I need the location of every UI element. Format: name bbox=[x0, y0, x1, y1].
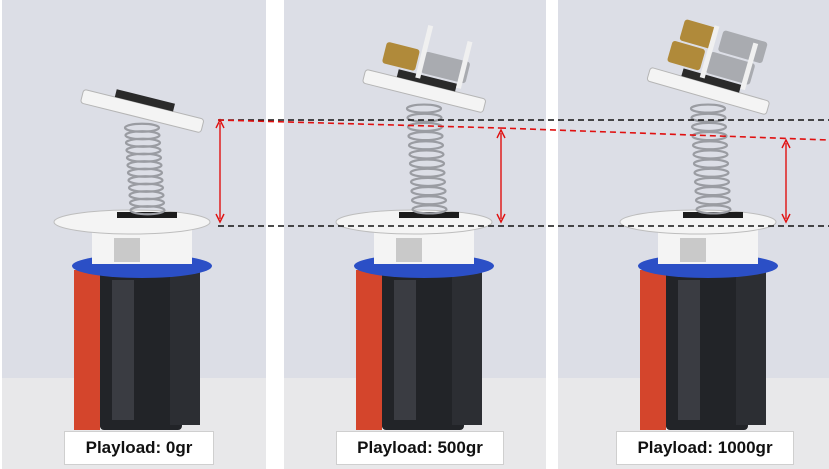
photo-panel-500gr: Playload: 500gr bbox=[284, 0, 546, 469]
spring-coil bbox=[693, 176, 731, 188]
top-plate-hardware bbox=[681, 68, 742, 93]
robot-photo-1000gr bbox=[558, 0, 829, 469]
brass-weight bbox=[679, 19, 718, 49]
brass-weight bbox=[667, 41, 705, 71]
top-platform bbox=[362, 25, 486, 113]
red-frame-plate bbox=[74, 270, 100, 430]
payload-label-500gr: Playload: 500gr bbox=[336, 431, 504, 465]
black-side-plate bbox=[452, 265, 482, 425]
photo-panel-0gr: Playload: 0gr bbox=[2, 0, 266, 469]
top-plate-hardware bbox=[396, 69, 457, 92]
spring-coil bbox=[692, 158, 730, 169]
displacement-arrow-head-bottom bbox=[781, 213, 791, 224]
motor-cylinder bbox=[112, 280, 134, 420]
black-side-plate bbox=[170, 265, 200, 425]
spring-coil bbox=[692, 149, 729, 160]
actuator-arm bbox=[399, 212, 459, 218]
robot-photo-500gr bbox=[284, 0, 546, 469]
spring-coil bbox=[407, 130, 444, 142]
lower-mechanism-block bbox=[658, 230, 758, 264]
support-post bbox=[740, 42, 759, 91]
spring-coil bbox=[690, 112, 727, 123]
red-frame-plate bbox=[356, 270, 382, 430]
actuator-arm bbox=[683, 212, 743, 218]
robot-photo-0gr bbox=[2, 0, 266, 469]
steel-weight bbox=[705, 52, 755, 85]
red-frame-plate bbox=[640, 270, 666, 430]
spring-coil bbox=[408, 149, 445, 160]
lower-mechanism-block bbox=[92, 230, 192, 264]
lower-mechanism-block bbox=[374, 230, 474, 264]
spring-coil bbox=[129, 205, 166, 216]
gear-pulley bbox=[114, 238, 140, 262]
support-post bbox=[415, 25, 434, 79]
motor-cylinder bbox=[678, 280, 700, 420]
top-platform bbox=[80, 89, 204, 133]
gear-pulley bbox=[396, 238, 422, 262]
spring-coil bbox=[410, 185, 447, 197]
spring-coil bbox=[405, 103, 443, 114]
spring-coil bbox=[409, 167, 446, 178]
top-plate bbox=[646, 67, 770, 115]
support-post bbox=[456, 41, 473, 89]
top-platform bbox=[646, 19, 770, 115]
spring-coil bbox=[408, 158, 446, 169]
spring-coil bbox=[689, 103, 727, 114]
payload-label-1000gr: Playload: 1000gr bbox=[616, 431, 794, 465]
black-side-plate bbox=[736, 265, 766, 425]
compression-spring bbox=[123, 122, 166, 216]
spring-coil bbox=[691, 140, 729, 151]
gear-pulley bbox=[680, 238, 706, 262]
compression-spring bbox=[689, 103, 732, 215]
spring-coil bbox=[694, 195, 732, 206]
payload-label-0gr: Playload: 0gr bbox=[64, 431, 214, 465]
support-post bbox=[699, 25, 720, 79]
spring-coil bbox=[695, 204, 732, 215]
top-plate-hardware bbox=[114, 89, 175, 112]
photo-panel-1000gr: Playload: 1000gr bbox=[558, 0, 829, 469]
spring-coil bbox=[407, 140, 445, 151]
spring-coil bbox=[409, 176, 447, 188]
spring-coil bbox=[411, 204, 448, 215]
spring-coil bbox=[694, 185, 731, 197]
brass-weight bbox=[382, 42, 420, 71]
displacement-arrow-head-bottom bbox=[215, 213, 225, 224]
steel-weight bbox=[421, 51, 470, 84]
displacement-arrow-head-bottom bbox=[496, 213, 506, 224]
spring-coil bbox=[693, 167, 730, 178]
spring-coil bbox=[410, 195, 448, 206]
motor-cylinder bbox=[394, 280, 416, 420]
